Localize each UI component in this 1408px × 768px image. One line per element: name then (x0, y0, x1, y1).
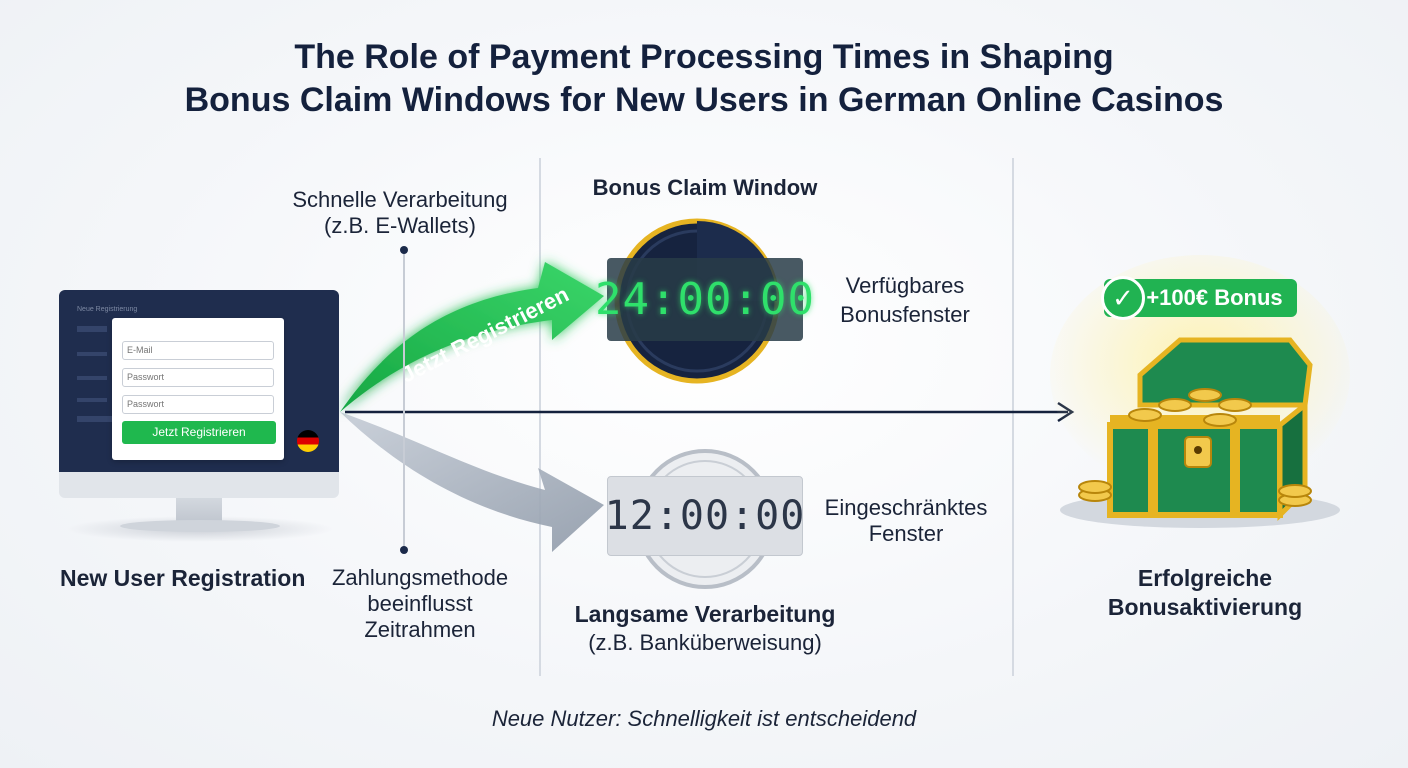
outcome-label-2: Bonusaktivierung (1107, 594, 1303, 620)
fast-processing-label: Schnelle Verarbeitung (292, 187, 508, 212)
screen-menu-bar (77, 326, 107, 332)
outcome-label-1: Erfolgreiche (1137, 565, 1273, 591)
slow-processing-label: Langsame Verarbeitung (574, 601, 836, 627)
email-field[interactable] (122, 341, 274, 360)
connector-dot-top (400, 246, 408, 254)
connector-dot-bottom (400, 546, 408, 554)
slow-caption-2: Fenster (868, 521, 944, 546)
password-confirm-field[interactable] (122, 395, 274, 414)
slow-path-arrow (340, 412, 604, 552)
screen-menu-line-3 (77, 398, 107, 402)
slow-caption-1: Eingeschränktes (824, 495, 988, 520)
fast-timer-display: 24:00:00 (595, 258, 814, 341)
registration-label: New User Registration (60, 565, 306, 591)
section-divider-right (1012, 158, 1014, 676)
screen-menu-line-2 (77, 376, 107, 380)
section-divider-left (539, 158, 541, 676)
influence-label-3: Zeitrahmen (364, 617, 476, 642)
monitor-stand (176, 498, 222, 524)
title-line-1: The Role of Payment Processing Times in … (294, 38, 1114, 76)
register-button[interactable]: Jetzt Registrieren (122, 421, 276, 444)
slow-timer-display: 12:00:00 (605, 476, 804, 556)
claim-window-heading: Bonus Claim Window (592, 175, 818, 200)
influence-label-1: Zahlungsmethode (331, 565, 509, 590)
germany-flag-icon (297, 430, 319, 452)
footer-tagline: Neue Nutzer: Schnelligkeit ist entscheid… (491, 706, 917, 731)
fast-processing-example: (z.B. E-Wallets) (324, 213, 476, 238)
monitor-bezel (59, 472, 339, 498)
screen-header: Neue Registrierung (77, 306, 138, 313)
influence-label-2: beeinflusst (367, 591, 473, 616)
screen-menu-line-1 (77, 352, 107, 356)
payment-method-connector (403, 252, 405, 548)
fast-caption-1: Verfügbares (845, 273, 965, 298)
fast-caption-2: Bonusfenster (840, 302, 970, 327)
monitor-base (120, 520, 280, 532)
title-line-2: Bonus Claim Windows for New Users in Ger… (184, 81, 1224, 119)
password-field[interactable] (122, 368, 274, 387)
screen-menu-line-4 (77, 416, 117, 422)
checkmark-icon: ✓ (1101, 276, 1145, 320)
slow-processing-example: (z.B. Banküberweisung) (588, 630, 822, 655)
fast-path-arrow (340, 262, 604, 412)
